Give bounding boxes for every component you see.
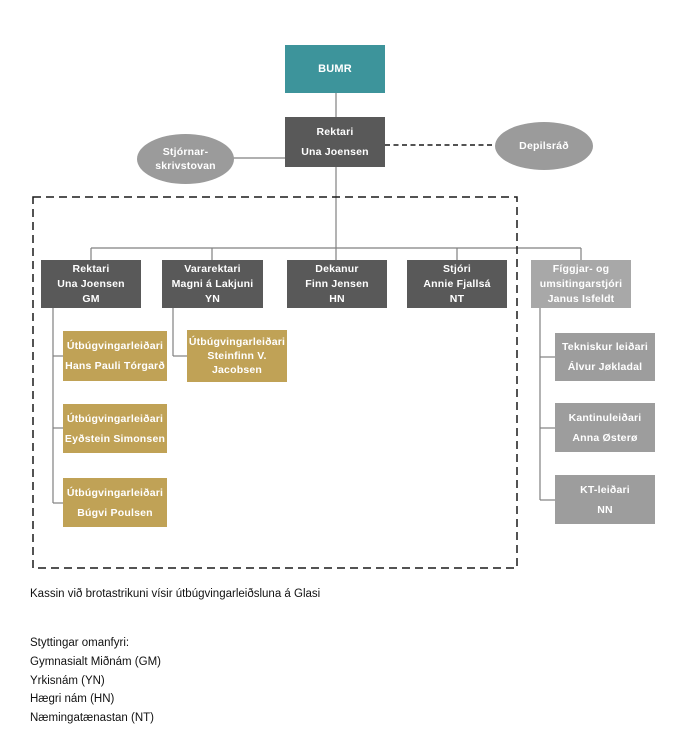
node-label: Stjórnar-: [162, 146, 209, 158]
abbreviation-item: Næmingatænastan (NT): [30, 712, 154, 725]
node-tekniskur-leidari: Tekniskur leiðari Álvur Jøkladal: [555, 333, 655, 381]
dashed-boundary-rect: [32, 196, 518, 569]
node-abbr: YN: [205, 292, 220, 305]
node-stjori-nt: Stjóri Annie Fjallsá NT: [407, 260, 507, 308]
node-person: Magni á Lakjuni: [171, 277, 254, 290]
node-person: Finn Jensen: [305, 277, 369, 290]
node-stjornarskrivstovan: Stjórnar- skrivstovan: [137, 134, 234, 184]
dashed-box-caption: Kassin við brotastrikuni vísir útbúgving…: [30, 588, 321, 600]
node-person: Jacobsen: [211, 364, 263, 376]
node-title: Útbúgvingarleiðari: [188, 336, 286, 348]
node-title: Vararektari: [184, 262, 241, 275]
node-dekanur-hn: Dekanur Finn Jensen HN: [287, 260, 387, 308]
node-title: Tekniskur leiðari: [561, 341, 649, 353]
node-title: Útbúgvingarleiðari: [66, 340, 164, 352]
node-rektari-top: Rektari Una Joensen: [285, 117, 385, 167]
node-person: Búgvi Poulsen: [77, 506, 153, 519]
node-person: Álvur Jøkladal: [567, 361, 643, 373]
node-kt-leidari: KT-leiðari NN: [555, 475, 655, 524]
node-title: Kantinuleiðari: [568, 411, 642, 424]
node-utbugvingarleidari-torgard: Útbúgvingarleiðari Hans Pauli Tórgarð: [63, 331, 167, 381]
node-title: KT-leiðari: [580, 483, 630, 496]
node-person: Una Joensen: [301, 146, 369, 158]
node-label: skrivstovan: [155, 160, 216, 172]
node-title: Stjóri: [442, 262, 472, 275]
node-title: Útbúgvingarleiðari: [66, 412, 164, 425]
node-title: Fíggjar- og: [552, 262, 610, 275]
node-person: Una Joensen: [57, 277, 125, 290]
node-title: Rektari: [72, 262, 110, 275]
node-title: Rektari: [316, 126, 354, 138]
abbreviation-item: Gymnasialt Miðnám (GM): [30, 655, 161, 668]
node-title: Útbúgvingarleiðari: [66, 486, 164, 499]
node-person: Eyðstein Simonsen: [64, 432, 166, 445]
node-figgjarstjori: Fíggjar- og umsitingarstjóri Janus Isfel…: [531, 260, 631, 308]
abbreviations-block: Styttingar omanfyri: Gymnasialt Miðnám (…: [30, 634, 161, 728]
node-utbugvingarleidari-simonsen: Útbúgvingarleiðari Eyðstein Simonsen: [63, 404, 167, 453]
node-utbugvingarleidari-poulsen: Útbúgvingarleiðari Búgvi Poulsen: [63, 478, 167, 527]
node-abbr: GM: [82, 292, 100, 305]
node-label: BUMR: [318, 62, 352, 75]
node-person: Annie Fjallsá: [423, 277, 491, 290]
abbreviations-title: Styttingar omanfyri:: [30, 637, 130, 649]
node-person: NN: [597, 503, 613, 516]
node-abbr: NT: [449, 292, 465, 305]
node-rektari-gm: Rektari Una Joensen GM: [41, 260, 141, 308]
node-utbugvingarleidari-jacobsen: Útbúgvingarleiðari Steinfinn V. Jacobsen: [187, 330, 287, 382]
node-title: Dekanur: [315, 262, 359, 275]
node-person: Janus Isfeldt: [547, 292, 615, 305]
node-person: Anna Østerø: [572, 431, 638, 444]
node-abbr: HN: [329, 292, 345, 305]
node-person: Hans Pauli Tórgarð: [65, 360, 165, 372]
abbreviation-item: Hægri nám (HN): [30, 693, 115, 706]
node-vararektari-yn: Vararektari Magni á Lakjuni YN: [162, 260, 263, 308]
node-person: Steinfinn V.: [207, 350, 267, 362]
abbreviation-item: Yrkisnám (YN): [30, 674, 105, 687]
node-label: Depilsráð: [519, 140, 569, 152]
node-depilsrad: Depilsráð: [495, 122, 593, 170]
node-kantinuleidari: Kantinuleiðari Anna Østerø: [555, 403, 655, 452]
node-bumr: BUMR: [285, 45, 385, 93]
node-title: umsitingarstjóri: [539, 277, 623, 290]
